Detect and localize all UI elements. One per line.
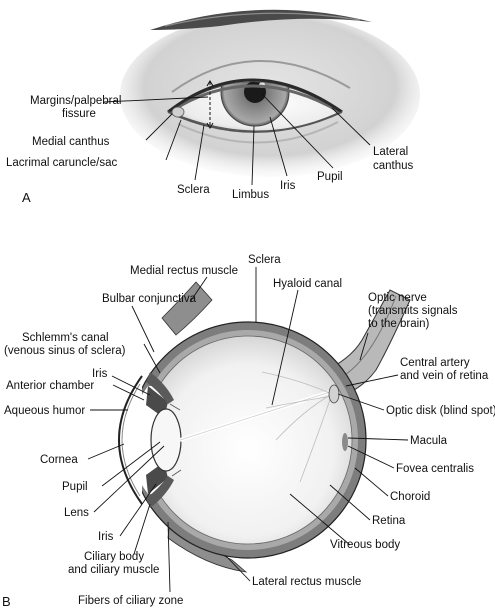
eyebrow-texture <box>164 12 361 27</box>
macula-b <box>342 433 348 451</box>
retinal-vessels <box>261 371 333 483</box>
label-lacrimal-caruncle-sac: Lacrimal caruncle/sac <box>6 157 117 169</box>
label-iris-b-upper: Iris <box>92 368 108 380</box>
zonular-fibers <box>169 403 182 477</box>
label-iris-a: Iris <box>280 180 296 192</box>
panel-a-leaders <box>103 93 371 186</box>
panel-a-labels: Margins/palpebral fissure Medial canthus… <box>6 95 414 205</box>
label-margins-palpebral-fissure: Margins/palpebral fissure <box>30 95 125 120</box>
label-sclera-a: Sclera <box>177 184 210 196</box>
panel-b-illustration <box>118 281 411 573</box>
label-lens: Lens <box>64 507 89 519</box>
panel-b-leaders <box>87 267 409 593</box>
label-medial-canthus: Medial canthus <box>32 136 110 148</box>
label-sclera-b: Sclera <box>248 254 281 266</box>
lacrimal-caruncle <box>171 106 185 118</box>
panel-letter-b: B <box>2 594 11 608</box>
label-fovea-centralis: Fovea centralis <box>396 463 474 475</box>
label-iris-b-lower: Iris <box>98 531 114 543</box>
label-optic-disk: Optic disk (blind spot) <box>386 405 495 417</box>
label-central-artery-vein: Central artery and vein of retina <box>400 357 489 382</box>
lens-b <box>150 408 182 472</box>
label-lateral-rectus-muscle: Lateral rectus muscle <box>252 576 361 588</box>
anterior-chamber-b <box>121 383 141 497</box>
label-pupil-b: Pupil <box>62 481 88 493</box>
label-ciliary-body: Ciliary body and ciliary muscle <box>68 551 159 576</box>
medial-rectus-muscle <box>161 281 213 336</box>
label-bulbar-conjunctiva: Bulbar conjunctiva <box>102 293 197 305</box>
label-macula: Macula <box>410 435 448 447</box>
label-lateral-canthus: Lateral canthus <box>373 146 414 172</box>
label-optic-nerve: Optic nerve (transmits signals to the br… <box>368 292 461 330</box>
label-hyaloid-canal: Hyaloid canal <box>273 278 342 290</box>
label-fibers-ciliary-zone: Fibers of ciliary zone <box>78 595 183 607</box>
label-vitreous-body: Vitreous body <box>330 539 400 551</box>
ciliary-body-lower <box>146 476 174 508</box>
lower-lid-margin <box>167 111 343 133</box>
label-anterior-chamber: Anterior chamber <box>6 380 94 392</box>
upper-eyelid-crease <box>171 59 351 93</box>
panel-b-labels: Sclera Medial rectus muscle Bulbar conju… <box>2 254 495 608</box>
lower-lid-shadow <box>177 121 339 144</box>
label-pupil-a: Pupil <box>317 171 343 183</box>
label-aqueous-humor: Aqueous humor <box>4 405 85 417</box>
label-choroid: Choroid <box>390 491 430 503</box>
panel-letter-a: A <box>22 190 31 205</box>
optic-disk-b <box>328 384 340 404</box>
label-schlemms-canal: Schlemm's canal (venous sinus of sclera) <box>4 332 126 357</box>
ciliary-body-upper <box>146 372 174 404</box>
label-medial-rectus-muscle: Medial rectus muscle <box>130 265 238 277</box>
label-retina: Retina <box>372 515 406 527</box>
label-limbus: Limbus <box>232 189 269 201</box>
label-cornea: Cornea <box>40 454 78 466</box>
